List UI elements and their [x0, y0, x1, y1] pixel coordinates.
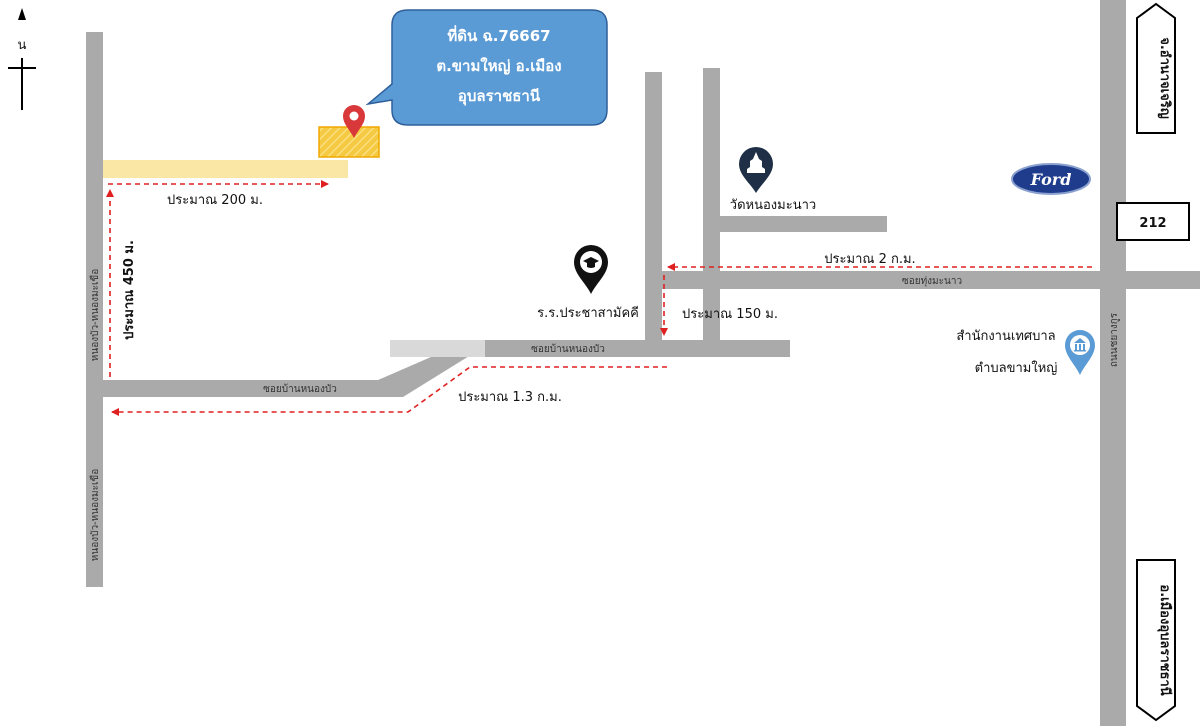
distance-450m: ประมาณ 450 ม. — [122, 240, 137, 340]
direction-sign-north — [1136, 2, 1176, 134]
road-soi-thungmanao — [662, 271, 1200, 289]
land-parcel — [318, 126, 380, 158]
road-soi-nongbua-extension — [390, 340, 485, 357]
north-label: น — [18, 38, 27, 53]
location-pin-icon — [343, 105, 365, 138]
distance-1-3km: ประมาณ 1.3 ก.ม. — [458, 390, 562, 405]
road-label-soi-nongbua-upper: ซอยบ้านหนองบัว — [531, 343, 605, 355]
callout-line1: ที่ดิน ฉ.76667 — [447, 25, 550, 45]
road-soi-nongbua-lower — [103, 380, 385, 397]
road-label-soi-nongbua-lower: ซอยบ้านหนองบัว — [263, 383, 337, 395]
roads — [86, 0, 1200, 726]
route-number: 212 — [1139, 216, 1166, 231]
road-label-main: ถนนชยางกูร — [1109, 312, 1120, 367]
school-icon — [574, 245, 608, 294]
route-number-box — [1116, 202, 1190, 241]
ford-logo-text: Ford — [1030, 170, 1072, 189]
direction-sign-south-label: อ.เมืองอุบลราชธานี — [1157, 584, 1173, 695]
road-label-west-lower: หนองบัว-หนองมะเขือ — [89, 469, 101, 561]
temple-icon — [739, 147, 773, 193]
office-label-line2: ตำบลขามใหญ่ — [975, 360, 1058, 376]
road-vertical-1 — [645, 72, 662, 340]
road-main-chayangkun — [1100, 0, 1126, 726]
road-label-soi-thungmanao: ซอยทุ่งมะนาว — [902, 276, 962, 287]
distance-200m: ประมาณ 200 ม. — [167, 193, 263, 208]
ford-logo-icon: Ford — [1011, 163, 1091, 195]
callout-line2: ต.ขามใหญ่ อ.เมือง — [436, 57, 561, 75]
road-parcel-access — [103, 160, 348, 178]
road-label-west-upper: หนองบัว-หนองมะเขือ — [89, 269, 101, 361]
callout-line3: อุบลราชธานี — [458, 87, 541, 106]
direction-sign-south — [1136, 559, 1176, 722]
municipal-office-icon — [1065, 330, 1095, 375]
road-temple-spur — [720, 216, 887, 232]
north-arrow-icon — [8, 8, 36, 110]
temple-label: วัดหนองมะนาว — [730, 198, 816, 213]
school-label: ร.ร.ประชาสามัคคี — [537, 305, 639, 321]
distance-2km: ประมาณ 2 ก.ม. — [824, 252, 915, 267]
office-label-line1: สำนักงานเทศบาล — [956, 329, 1055, 344]
distance-150m: ประมาณ 150 ม. — [682, 307, 778, 322]
direction-sign-north-label: จ.อำนาจเจริญ — [1157, 37, 1173, 119]
parcel-callout — [365, 9, 608, 126]
road-west — [86, 32, 103, 587]
road-soi-nongbua-upper — [470, 340, 790, 357]
road-vertical-2 — [703, 68, 720, 340]
distance-markers — [106, 180, 1092, 416]
